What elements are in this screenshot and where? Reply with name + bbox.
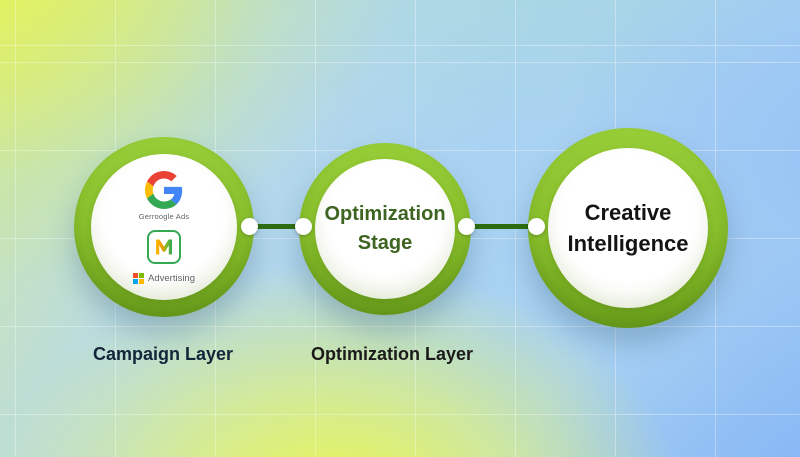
connector-dot — [295, 217, 312, 235]
connector-line — [472, 223, 531, 229]
node-creative-content: Creative Intelligence — [548, 148, 708, 308]
node-optimization-stage: Optimization Stage — [299, 143, 471, 315]
campaign-layer-label: Campaign Layer — [92, 344, 234, 364]
node-creative-intelligence: Creative Intelligence — [528, 128, 728, 328]
connector-dot — [528, 217, 545, 235]
microsoft-logo-icon — [133, 272, 144, 284]
connector-line — [255, 223, 298, 229]
connector-dot — [241, 217, 258, 235]
node-campaign-layer: Gerroogle Ads — [74, 137, 254, 317]
optimization-layer-label: Optimization Layer — [310, 344, 474, 364]
microsoft-advertising-row: Advertising — [133, 272, 195, 284]
advertising-caption: Advertising — [148, 272, 195, 284]
creative-intelligence-label: Creative Intelligence — [567, 200, 689, 256]
google-ads-caption: Gerroogle Ads — [138, 211, 190, 221]
connector-dot — [458, 217, 475, 235]
node-campaign-content: Gerroogle Ads — [91, 154, 237, 300]
connector-optimization-to-creative — [458, 217, 545, 235]
connector-campaign-to-optimization — [241, 217, 312, 235]
node-optimization-content: Optimization Stage — [315, 159, 455, 299]
optimization-stage-label: Optimization Stage — [324, 203, 446, 254]
google-g-icon — [145, 170, 183, 209]
m-advertising-icon — [147, 229, 181, 264]
